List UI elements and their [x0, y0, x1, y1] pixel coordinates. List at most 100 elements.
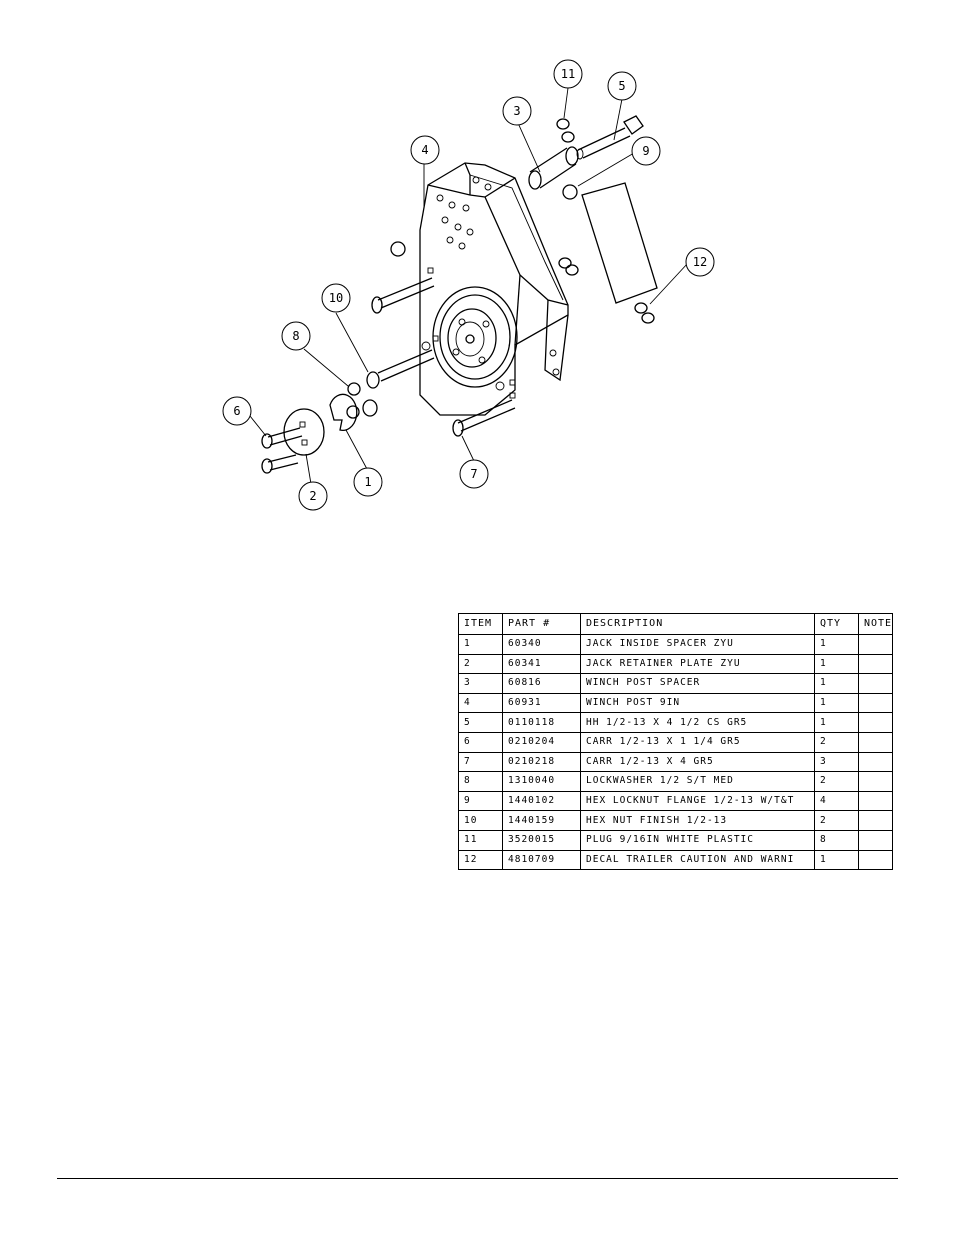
cell-qty: 1 — [814, 673, 859, 694]
svg-text:3: 3 — [513, 104, 520, 118]
cell-description: CARR 1/2-13 X 4 GR5 — [580, 751, 815, 773]
cell-part: 0210218 — [502, 751, 581, 773]
header-note: NOTE — [857, 613, 894, 635]
winch-post-plate — [419, 162, 569, 416]
cell-note — [857, 712, 894, 733]
header-item: ITEM — [458, 613, 503, 635]
cell-note — [857, 653, 894, 675]
cell-note — [857, 634, 894, 655]
cell-part: 3520015 — [502, 829, 581, 851]
exploded-assembly-drawing: 1 2 3 4 5 6 7 8 9 10 11 12 — [0, 0, 954, 560]
cell-description: DECAL TRAILER CAUTION AND WARNI — [580, 849, 815, 871]
table-header-row: ITEM PART # DESCRIPTION QTY NOTE — [458, 613, 894, 635]
cell-item: 8 — [458, 771, 503, 792]
plastic-plugs — [556, 118, 655, 324]
callout-11: 11 — [553, 59, 583, 89]
cell-item: 10 — [458, 810, 503, 831]
caution-decal — [581, 182, 658, 304]
lockwasher-and-nut — [346, 382, 378, 419]
cell-qty: 2 — [814, 731, 859, 753]
cell-part: 4810709 — [502, 849, 581, 871]
flange-locknuts — [390, 184, 578, 257]
cell-description: HEX LOCKNUT FLANGE 1/2-13 W/T&T — [580, 790, 815, 812]
svg-text:1: 1 — [364, 475, 371, 489]
cell-note — [857, 829, 894, 851]
cell-description: PLUG 9/16IN WHITE PLASTIC — [580, 829, 815, 851]
cell-qty: 2 — [814, 810, 859, 831]
cell-note — [857, 771, 894, 792]
cell-item: 6 — [458, 731, 503, 753]
callout-1: 1 — [353, 467, 383, 497]
callout-8: 8 — [281, 321, 311, 351]
cell-item: 3 — [458, 673, 503, 694]
cell-part: 60341 — [502, 653, 581, 675]
svg-text:8: 8 — [292, 329, 299, 343]
callout-12: 12 — [685, 247, 715, 277]
cell-note — [857, 751, 894, 773]
cell-qty: 3 — [814, 751, 859, 773]
header-qty: QTY — [814, 613, 859, 635]
cell-description: HH 1/2-13 X 4 1/2 CS GR5 — [580, 712, 815, 733]
carriage-bolts-short — [261, 427, 303, 474]
cell-item: 4 — [458, 692, 503, 714]
cell-description: LOCKWASHER 1/2 S/T MED — [580, 771, 815, 792]
cell-part: 60931 — [502, 692, 581, 714]
cell-part: 1440102 — [502, 790, 581, 812]
callout-2: 2 — [298, 481, 328, 511]
callout-3: 3 — [502, 96, 532, 126]
winch-post-spacer — [528, 146, 579, 190]
cell-item: 7 — [458, 751, 503, 773]
cell-part: 1310040 — [502, 771, 581, 792]
cell-item: 9 — [458, 790, 503, 812]
cell-description: CARR 1/2-13 X 1 1/4 GR5 — [580, 731, 815, 753]
callout-10: 10 — [321, 283, 351, 313]
svg-text:12: 12 — [693, 255, 707, 269]
cell-qty: 1 — [814, 634, 859, 655]
cell-qty: 1 — [814, 653, 859, 675]
cell-qty: 2 — [814, 771, 859, 792]
svg-text:2: 2 — [309, 489, 316, 503]
footer-rule — [57, 1178, 898, 1179]
callout-4: 4 — [410, 135, 440, 165]
cell-part: 60816 — [502, 673, 581, 694]
cell-description: JACK RETAINER PLATE ZYU — [580, 653, 815, 675]
svg-text:6: 6 — [233, 404, 240, 418]
cell-part: 60340 — [502, 634, 581, 655]
cell-part: 0210204 — [502, 731, 581, 753]
svg-text:9: 9 — [642, 144, 649, 158]
cell-item: 2 — [458, 653, 503, 675]
cell-description: JACK INSIDE SPACER ZYU — [580, 634, 815, 655]
cell-part: 0110118 — [502, 712, 581, 733]
cell-qty: 1 — [814, 712, 859, 733]
callout-5: 5 — [607, 71, 637, 101]
jack-inside-spacer — [329, 393, 358, 432]
cell-part: 1440159 — [502, 810, 581, 831]
cell-qty: 4 — [814, 790, 859, 812]
cell-note — [857, 692, 894, 714]
hex-bolt-long — [576, 115, 644, 160]
header-part: PART # — [502, 613, 581, 635]
callout-9: 9 — [631, 136, 661, 166]
assembly-svg: 1 2 3 4 5 6 7 8 9 10 11 12 — [222, 59, 715, 511]
jack-retainer-plate — [283, 408, 325, 456]
carriage-bolts-long — [366, 277, 516, 437]
cell-qty: 1 — [814, 692, 859, 714]
cell-item: 11 — [458, 829, 503, 851]
svg-text:11: 11 — [561, 67, 575, 81]
cell-qty: 1 — [814, 849, 859, 871]
cell-qty: 8 — [814, 829, 859, 851]
callout-7: 7 — [459, 459, 489, 489]
